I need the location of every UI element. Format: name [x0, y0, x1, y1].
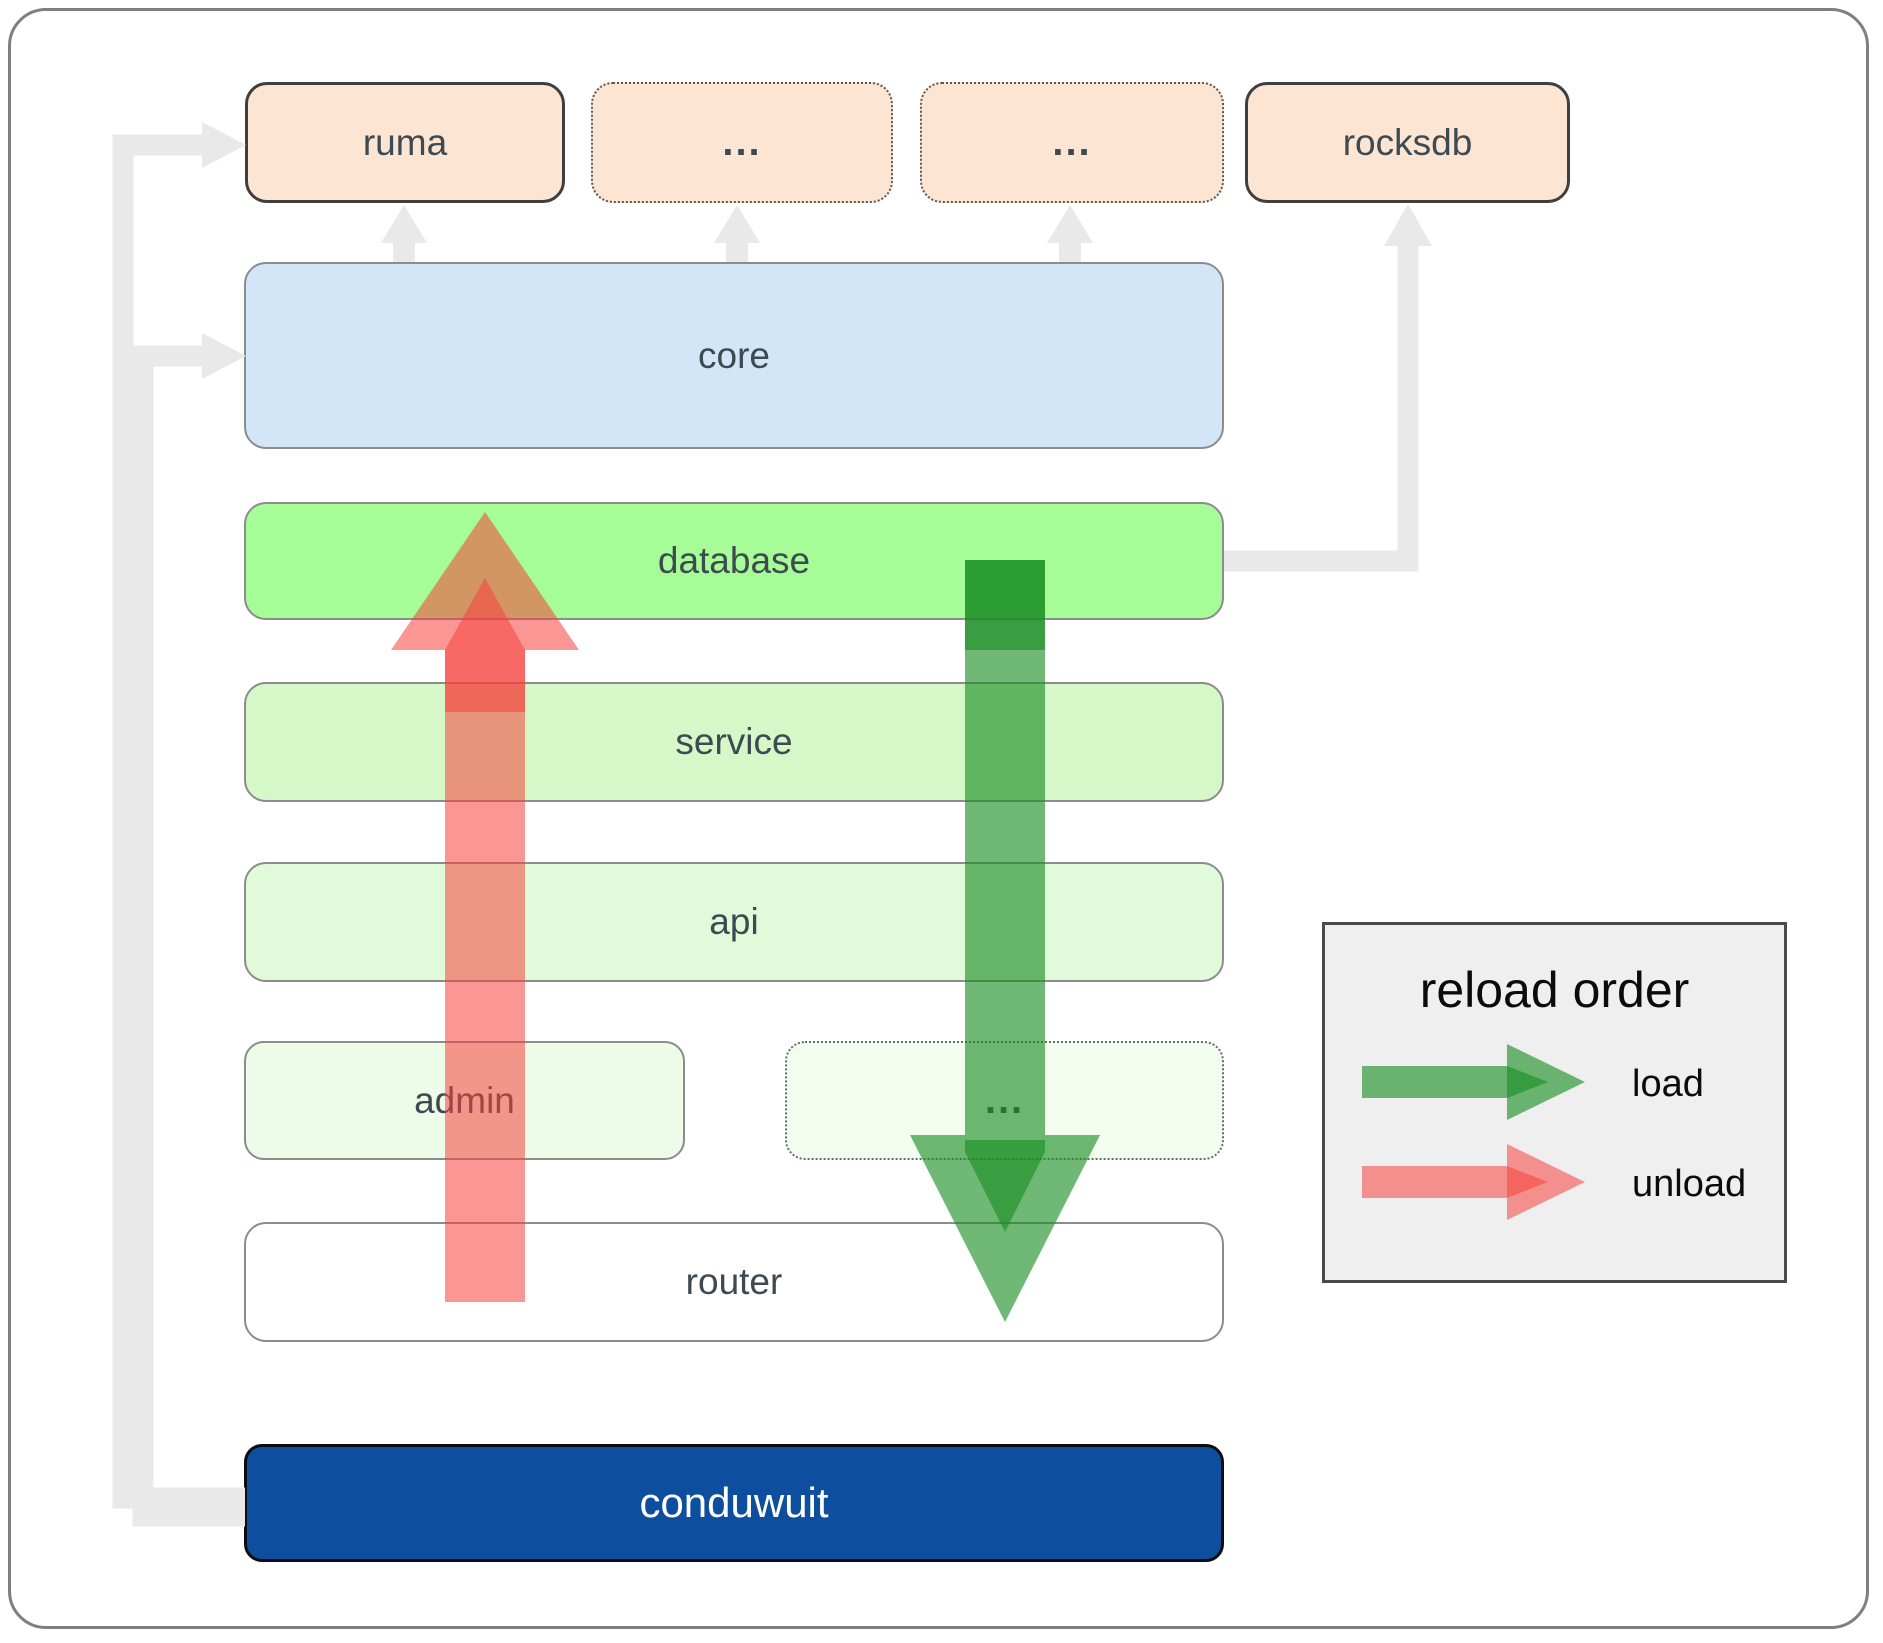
- legend: reload order load unload: [1322, 922, 1787, 1283]
- box-database-label: database: [657, 540, 811, 581]
- box-api: api: [244, 862, 1224, 982]
- box-conduwuit-label: conduwuit: [639, 1479, 829, 1526]
- legend-unload-label: unload: [1632, 1163, 1747, 1205]
- box-module-ellipsis-1-label: ...: [722, 120, 762, 164]
- box-rocksdb: rocksdb: [1245, 82, 1570, 203]
- box-module-ellipsis-1: ...: [591, 82, 893, 203]
- box-api-label: api: [709, 901, 759, 942]
- legend-load-label: load: [1632, 1063, 1704, 1105]
- box-admin-ellipsis: ...: [785, 1041, 1224, 1160]
- box-router: router: [244, 1222, 1224, 1342]
- box-ruma-label: ruma: [362, 121, 448, 163]
- box-admin-label: admin: [414, 1079, 515, 1121]
- box-admin-ellipsis-label: ...: [984, 1078, 1025, 1122]
- box-conduwuit: conduwuit: [244, 1444, 1224, 1562]
- box-router-label: router: [685, 1261, 783, 1302]
- box-core: core: [244, 262, 1224, 449]
- box-core-label: core: [698, 334, 770, 376]
- box-module-ellipsis-2-label: ...: [1052, 120, 1092, 164]
- box-admin: admin: [244, 1041, 685, 1160]
- diagram-frame: [8, 8, 1869, 1629]
- legend-title: reload order: [1419, 962, 1690, 1018]
- box-database: database: [244, 502, 1224, 620]
- box-service-label: service: [675, 721, 793, 762]
- box-module-ellipsis-2: ...: [920, 82, 1224, 203]
- box-ruma: ruma: [245, 82, 565, 203]
- box-rocksdb-label: rocksdb: [1342, 121, 1473, 163]
- box-service: service: [244, 682, 1224, 802]
